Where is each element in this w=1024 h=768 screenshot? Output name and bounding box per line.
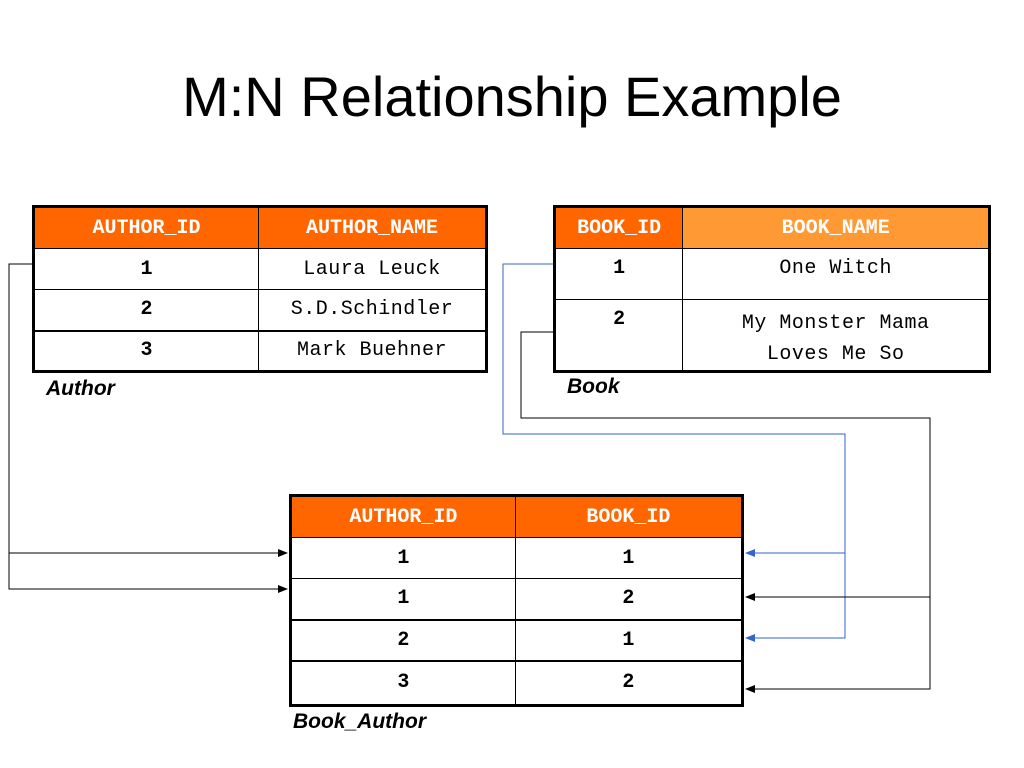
ba-book-id-cell: 2 xyxy=(514,578,744,620)
author-name-cell: Mark Buehner xyxy=(258,329,487,372)
table-row: 1 One Witch xyxy=(553,248,990,300)
author-id-cell: 1 xyxy=(32,248,260,290)
book-one-connector xyxy=(745,553,846,642)
book-author-table-caption: Book_Author xyxy=(293,710,426,733)
ba-author-id-cell: 1 xyxy=(290,578,516,620)
book-author-table: AUTHOR_ID BOOK_ID 1 1 1 2 2 1 3 2 xyxy=(289,494,744,707)
ba-book-id-cell: 1 xyxy=(514,537,744,579)
book-table-caption: Book xyxy=(567,375,620,398)
author-name-header: AUTHOR_NAME xyxy=(258,206,487,249)
ba-book-id-header: BOOK_ID xyxy=(514,495,744,538)
ba-book-id-cell: 1 xyxy=(514,618,744,661)
book-id-cell: 1 xyxy=(553,248,684,300)
table-row: 2 My Monster Mama Loves Me So xyxy=(553,299,990,372)
table-row: 3 Mark Buehner xyxy=(32,329,487,372)
book-name-header: BOOK_NAME xyxy=(682,206,990,249)
book-two-connector xyxy=(745,597,931,693)
ba-book-id-cell: 2 xyxy=(514,659,744,706)
book-name-cell: One Witch xyxy=(682,248,990,300)
table-row: 3 2 xyxy=(290,659,744,706)
ba-author-id-cell: 3 xyxy=(290,659,516,706)
author-name-cell: Laura Leuck xyxy=(258,248,487,290)
author-id-cell: 3 xyxy=(32,329,260,372)
ba-author-id-cell: 1 xyxy=(290,537,516,579)
author-table: AUTHOR_ID AUTHOR_NAME 1 Laura Leuck 2 S.… xyxy=(32,205,488,373)
ba-author-id-cell: 2 xyxy=(290,618,516,661)
slide-title: M:N Relationship Example xyxy=(182,65,842,128)
author-name-cell: S.D.Schindler xyxy=(258,289,487,331)
ba-author-id-header: AUTHOR_ID xyxy=(290,495,516,538)
book-table: BOOK_ID BOOK_NAME 1 One Witch 2 My Monst… xyxy=(553,205,991,373)
book-id-header: BOOK_ID xyxy=(553,206,684,249)
author-connector xyxy=(8,553,288,593)
table-row: 2 1 xyxy=(290,618,744,661)
author-id-header: AUTHOR_ID xyxy=(32,206,260,249)
book-name-cell: My Monster Mama Loves Me So xyxy=(682,299,990,372)
table-row: 1 Laura Leuck xyxy=(32,248,487,290)
table-row: 2 S.D.Schindler xyxy=(32,289,487,331)
table-row: 1 2 xyxy=(290,578,744,620)
table-row: 1 1 xyxy=(290,537,744,579)
author-table-caption: Author xyxy=(46,377,115,400)
book-id-cell: 2 xyxy=(553,299,684,372)
author-id-cell: 2 xyxy=(32,289,260,331)
